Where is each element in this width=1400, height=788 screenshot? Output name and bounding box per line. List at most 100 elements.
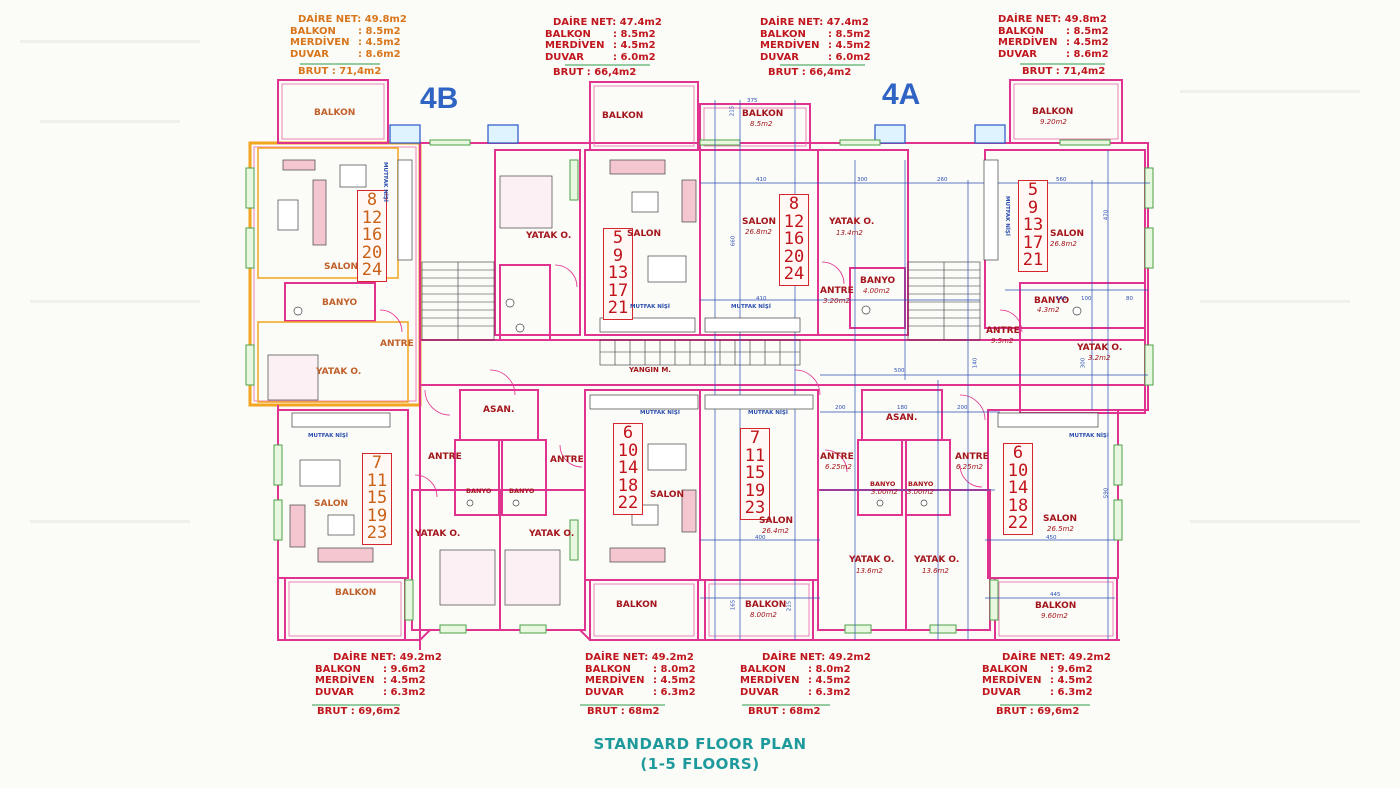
room-area: 9.60m2 <box>1041 612 1068 620</box>
room-label: BALKON <box>314 108 356 118</box>
info-block-bottom-left: DAİRE NET: 49.2m2 BALKON: 9.6m2 MERDİVEN… <box>315 652 442 718</box>
info-merdiven-label: MERDİVEN <box>982 675 1042 686</box>
info-merdiven-label: MERDİVEN <box>998 37 1058 48</box>
info-duvar-value: : 8.6m2 <box>1066 48 1109 60</box>
room-label: ANTRE <box>428 452 462 462</box>
flat-number: 14 <box>1007 478 1029 498</box>
room-label: MUTFAK NİŞİ <box>308 433 348 439</box>
info-balkon-value: : 8.0m2 <box>653 663 696 675</box>
room-area: 3.20m2 <box>823 297 850 305</box>
room-label: ASAN. <box>886 413 918 423</box>
flat-number: 7 <box>371 453 383 473</box>
dimension-value: 560 <box>1056 177 1067 183</box>
room-label: BANYO <box>322 298 358 308</box>
staircase-right <box>907 261 981 341</box>
dimension-value: 590 <box>1103 487 1110 499</box>
room-label: BALKON <box>335 588 377 598</box>
flat-number: 19 <box>366 505 388 526</box>
room-label: SALON <box>759 516 794 526</box>
info-block-bottom-center-left: DAİRE NET: 49.2m2 BALKON: 8.0m2 MERDİVEN… <box>585 652 696 718</box>
room-label: BALKON <box>602 111 644 121</box>
info-balkon-label: BALKON <box>585 663 631 675</box>
room-area: 13.6m2 <box>922 567 949 575</box>
flat-number: 22 <box>1007 513 1029 533</box>
flat-number: 11 <box>366 470 388 491</box>
room-label: BANYO <box>870 480 896 488</box>
room-area: 26.8m2 <box>745 228 772 236</box>
room-label: BALKON <box>616 600 658 610</box>
info-balkon-label: BALKON <box>998 25 1044 37</box>
info-balkon-value: : 9.6m2 <box>1050 663 1093 675</box>
info-merdiven-label: MERDİVEN <box>760 40 820 51</box>
dimension-value: 400 <box>755 535 766 541</box>
flat-number: 5 <box>1027 180 1039 200</box>
dimension-value: 200 <box>835 405 846 411</box>
dimension-value: 80 <box>1126 296 1133 302</box>
info-duvar-value: : 6.3m2 <box>808 686 851 698</box>
room-label: YATAK O. <box>316 367 362 377</box>
room-area: 3.00m2 <box>907 488 934 496</box>
flat-number: 23 <box>366 523 388 543</box>
windows <box>389 124 1006 144</box>
flat-number: 16 <box>361 225 383 245</box>
green-windows <box>245 139 1154 634</box>
info-duvar-label: DUVAR <box>998 48 1037 60</box>
info-duvar-label: DUVAR <box>545 51 584 63</box>
room-label: YATAK O. <box>526 231 572 241</box>
room-label: BALKON <box>1032 107 1074 117</box>
flat-number: 24 <box>783 264 805 284</box>
drawing-title-line-1: STANDARD FLOOR PLAN <box>593 735 807 753</box>
flat-number: 6 <box>1012 443 1024 463</box>
room-label: BALKON <box>745 600 787 610</box>
info-merdiven-value: : 4.5m2 <box>808 675 851 686</box>
flat-number: 17 <box>607 280 629 301</box>
info-merdiven-label: MERDİVEN <box>585 675 645 686</box>
room-label: SALON <box>314 499 349 509</box>
room-label: ANTRE <box>955 452 989 462</box>
flat-number: 10 <box>1007 460 1029 481</box>
room-label: SALON <box>650 490 685 500</box>
room-area: 13.4m2 <box>836 229 863 237</box>
info-balkon-value: : 9.6m2 <box>383 663 426 675</box>
dimension-value: 165 <box>730 599 737 611</box>
info-balkon-label: BALKON <box>740 663 786 675</box>
dimension-value: 180 <box>897 405 908 411</box>
flat-number: 23 <box>744 498 766 518</box>
room-label: MUTFAK NİŞİ <box>731 304 771 310</box>
flat-number: 7 <box>749 428 761 448</box>
info-merdiven-value: : 4.5m2 <box>1050 675 1093 686</box>
room-area: 13.6m2 <box>856 567 883 575</box>
flat-number: 18 <box>617 475 639 496</box>
info-merdiven-value: : 4.5m2 <box>358 37 401 48</box>
info-block-top-right: DAİRE NET: 49.8m2 BALKON: 8.5m2 MERDİVEN… <box>998 14 1109 78</box>
room-area: 9.5m2 <box>991 337 1014 345</box>
info-balkon-value: : 8.5m2 <box>358 25 401 37</box>
dimension-value: 140 <box>1056 296 1067 302</box>
room-label: SALON <box>1043 514 1078 524</box>
dimension-value: 660 <box>730 235 737 247</box>
info-balkon-value: : 8.0m2 <box>808 663 851 675</box>
info-brut: BRUT : 66,4m2 <box>768 67 852 78</box>
room-label: ANTRE <box>380 339 414 349</box>
info-net: DAİRE NET: 49.8m2 <box>298 14 407 25</box>
flat-number: 6 <box>622 423 634 443</box>
flat-number: 15 <box>366 488 388 508</box>
info-balkon-label: BALKON <box>290 25 336 37</box>
room-label: MUTFAK NİŞİ <box>1069 433 1109 439</box>
dimension-value: 100 <box>1081 296 1092 302</box>
room-label: MUTFAK NİŞİ <box>630 304 670 310</box>
info-net: DAİRE NET: 49.2m2 <box>1002 652 1111 663</box>
info-block-bottom-center-right: DAİRE NET: 49.2m2 BALKON: 8.0m2 MERDİVEN… <box>740 652 871 718</box>
info-balkon-label: BALKON <box>545 28 591 40</box>
room-label: ANTRE <box>986 326 1020 336</box>
flat-number: 14 <box>617 458 639 478</box>
info-balkon-label: BALKON <box>982 663 1028 675</box>
info-brut: BRUT : 68m2 <box>587 706 660 717</box>
flat-number: 24 <box>361 260 383 280</box>
info-duvar-value: : 6.0m2 <box>828 51 871 63</box>
room-area: 26.4m2 <box>762 527 789 535</box>
staircase-left <box>421 261 495 341</box>
